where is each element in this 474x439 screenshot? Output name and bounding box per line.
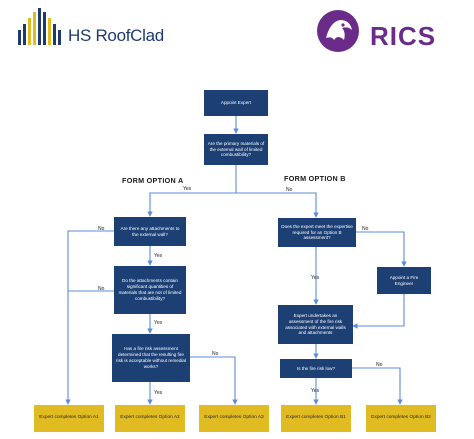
outcome-option-b2: Expert completes Option B2	[366, 405, 436, 432]
outcome-option-a1: Expert completes Option A1	[34, 405, 104, 432]
edge-primary-yes	[147, 192, 236, 217]
hs-roofclad-logo: HS RoofClad	[16, 6, 166, 48]
node-attachments-significant: Do the attachments contain significant q…	[114, 266, 186, 314]
node-fire-risk-low: Is the fire risk low?	[280, 359, 352, 378]
outcome-option-b1: Expert completes Option B1	[281, 405, 351, 432]
outcome-option-a3: Expert completes Option A3	[199, 405, 269, 432]
label-yes-expertise: Yes	[311, 275, 320, 281]
label-no-fra: No	[212, 351, 219, 357]
label-no-significant: No	[98, 286, 105, 292]
label-no-expertise: No	[362, 226, 369, 232]
rics-logo: RICS	[314, 8, 464, 54]
label-yes-low: Yes	[311, 388, 320, 394]
label-yes-significant: Yes	[154, 320, 163, 326]
option-b-title: FORM OPTION B	[284, 174, 346, 183]
option-a-title: FORM OPTION A	[122, 176, 184, 185]
edge-expertise-no	[356, 231, 407, 267]
node-expert-undertakes: Expert undertakes an assessment of the f…	[278, 305, 353, 344]
label-yes-top: Yes	[183, 186, 192, 192]
node-appoint-expert: Appoint Expert	[204, 90, 268, 116]
edge-low-no	[352, 367, 403, 405]
rics-lion-icon	[317, 10, 359, 52]
hs-roofclad-wordmark: HS RoofClad	[68, 26, 164, 45]
label-yes-fra: Yes	[154, 390, 163, 396]
node-attachments: Are there any attachments to the externa…	[114, 217, 186, 246]
label-no-top: No	[286, 187, 293, 193]
outcome-option-a2: Expert completes Option A2	[115, 405, 185, 432]
rics-wordmark: RICS	[370, 21, 437, 51]
edge-engineer-to-undertakes	[352, 294, 405, 329]
label-no-attachments: No	[98, 226, 105, 232]
edge-primary-no	[236, 192, 319, 218]
node-primary-materials: Are the primary materials of the externa…	[204, 134, 268, 165]
node-expertise-option-b: Does the expert meet the expertise requi…	[278, 218, 356, 247]
hs-roofclad-bars-icon	[18, 8, 61, 45]
node-fire-risk-assessment: Has a fire risk assessment determined th…	[112, 334, 190, 382]
label-no-low: No	[376, 362, 383, 368]
edge-attachments-no	[65, 230, 114, 405]
label-yes-attachments: Yes	[154, 253, 163, 259]
edge-fra-no	[190, 356, 238, 405]
node-appoint-fire-engineer: Appoint a Fire Engineer	[377, 267, 431, 294]
